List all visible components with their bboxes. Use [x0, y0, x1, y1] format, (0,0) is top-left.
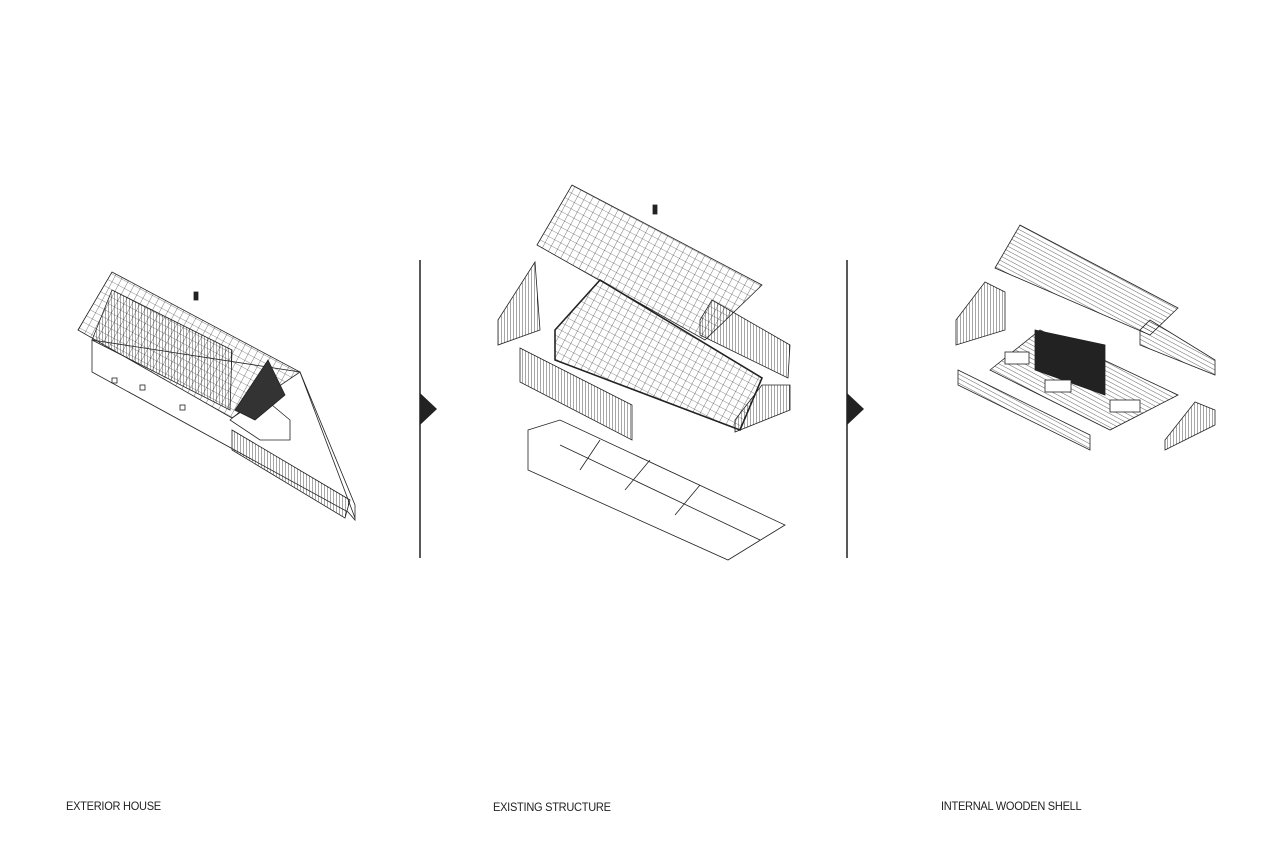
- panel-label-internal-wooden-shell: INTERNAL WOODEN SHELL: [941, 799, 1082, 813]
- divider-arrow-1: [419, 260, 437, 558]
- panel-label-existing-structure: EXISTING STRUCTURE: [493, 800, 611, 814]
- divider-arrow-2: [846, 260, 864, 558]
- panel-label-exterior-house: EXTERIOR HOUSE: [66, 799, 161, 813]
- internal-wooden-shell-drawing: [955, 224, 1216, 451]
- existing-structure-drawing: [497, 184, 791, 561]
- exterior-house-drawing: [77, 271, 356, 522]
